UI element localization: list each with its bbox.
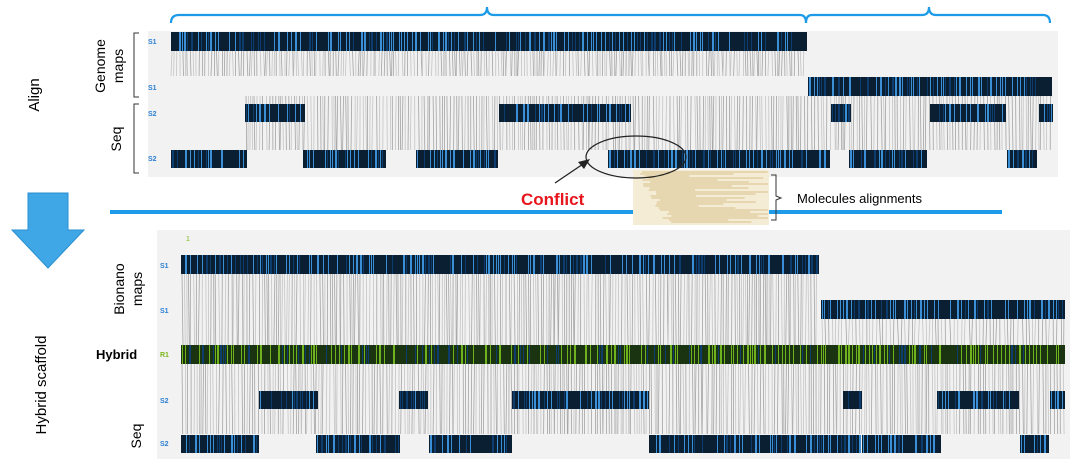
seq-track-s2-b-segment-1 — [303, 150, 386, 168]
bionano-maps-label-line1: Bionano — [111, 263, 127, 315]
top-brace-right — [804, 6, 1052, 24]
seq-track-s2-b-segment-0 — [181, 435, 259, 453]
seq-track-s2-a-segment-3 — [843, 391, 862, 409]
seq-track-s2-b-segment-5 — [1020, 435, 1049, 453]
track-tag-s2-bottom: S2 — [148, 156, 157, 163]
bionano-map-track-s1-a — [181, 255, 819, 274]
seq-track-s2-b-segment-3 — [649, 435, 861, 453]
molecules-bracket — [771, 174, 783, 221]
seq-track-s2-b-segment-0 — [171, 150, 247, 168]
genome-map-track-s1-a — [171, 32, 807, 51]
stage-label-align: Align — [26, 78, 43, 111]
bottom-tracks — [181, 255, 1065, 453]
seq-track-s2-a-segment-2 — [831, 104, 851, 122]
seq-track-s2-b-segment-2 — [416, 150, 498, 168]
seq-track-s2-b-segment-2 — [429, 435, 512, 453]
track-tag-s2-top: S2 — [148, 111, 157, 118]
track-tag-s2-b: S2 — [160, 441, 169, 448]
seq-track-s2-a-segment-1 — [399, 391, 428, 409]
seq-bracket-top — [133, 103, 139, 174]
top-tracks — [171, 32, 1053, 168]
conflict-circle — [585, 135, 687, 179]
conflict-label: Conflict — [521, 190, 585, 209]
stage-label-hybrid-scaffold: Hybrid scaffold — [33, 336, 50, 435]
seq-track-s2-a-segment-4 — [937, 391, 1019, 409]
seq-track-s2-b-segment-3 — [608, 150, 830, 168]
genome-maps-label-line2: maps — [110, 49, 126, 83]
track-tag-s1-top: S1 — [148, 39, 157, 46]
conflict-arrow — [554, 161, 587, 184]
genome-maps-bracket — [133, 32, 139, 98]
seq-track-s2-b-segment-4 — [862, 435, 941, 453]
seq-track-s2-b-segment-1 — [316, 435, 400, 453]
conflict-arrow-head — [578, 159, 590, 169]
coordinate-start-label: 1 — [186, 236, 190, 243]
molecules-alignments-image — [640, 171, 768, 223]
seq-track-s2-a-segment-2 — [512, 391, 649, 409]
seq-label-top: Seq — [108, 127, 124, 152]
seq-track-s2-a-segment-3 — [930, 104, 1006, 122]
hybrid-label: Hybrid — [96, 347, 137, 362]
track-tag-r1: R1 — [160, 352, 169, 359]
stage-divider-line — [110, 210, 1002, 214]
down-arrow-icon — [10, 192, 86, 269]
seq-label-bottom: Seq — [128, 424, 144, 449]
track-tag-s1-a: S1 — [160, 263, 169, 270]
bionano-map-track-s1-b — [821, 300, 1065, 319]
seq-track-s2-a-segment-4 — [1039, 104, 1053, 122]
genome-map-track-s1-b — [808, 77, 1052, 96]
seq-track-s2-a-segment-5 — [1050, 391, 1065, 409]
track-tag-s2-a: S2 — [160, 398, 169, 405]
genome-maps-label-line1: Genome — [92, 39, 108, 93]
top-brace-left — [169, 6, 808, 24]
track-tag-s1-bottom: S1 — [148, 85, 157, 92]
seq-track-s2-a-segment-1 — [499, 104, 631, 122]
top-alignment-lines — [170, 50, 1053, 151]
bionano-maps-label-line2: maps — [129, 272, 145, 306]
molecules-alignments-label: Molecules alignments — [797, 191, 923, 206]
seq-track-s2-b-segment-5 — [1007, 150, 1037, 168]
seq-track-s2-b-segment-4 — [849, 150, 927, 168]
seq-track-s2-a-segment-0 — [245, 104, 305, 122]
hybrid-track-r1 — [181, 345, 1065, 364]
seq-track-s2-a-segment-0 — [259, 391, 318, 409]
track-tag-s1-b: S1 — [160, 308, 169, 315]
